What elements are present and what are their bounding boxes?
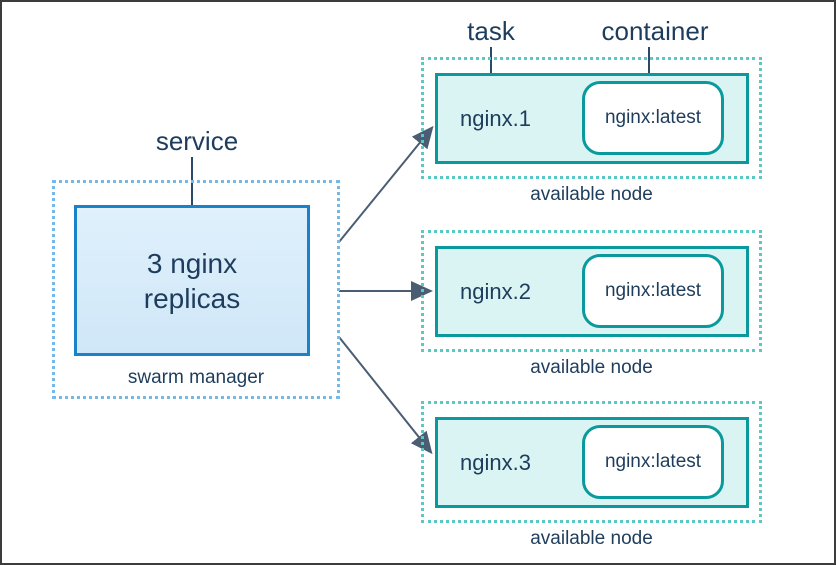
node-caption-3: available node [530, 528, 653, 549]
container-box-nginx-3: nginx:latest [582, 425, 724, 499]
available-node-3: nginx.3 nginx:latest available node [421, 401, 762, 549]
task-name-nginx-3: nginx.3 [460, 449, 531, 475]
node-caption-2: available node [530, 357, 653, 378]
container-label: container [601, 16, 709, 46]
service-label: service [155, 126, 239, 156]
swarm-manager-boundary [52, 180, 340, 399]
container-image-label: nginx:latest [604, 280, 702, 301]
available-node-2: nginx.2 nginx:latest available node [421, 230, 762, 378]
container-image-label: nginx:latest [604, 107, 702, 128]
task-name-nginx-1: nginx.1 [460, 105, 531, 131]
container-box-nginx-1: nginx:latest [582, 81, 724, 155]
service-box-text-line1: 3 nginx [146, 247, 238, 279]
task-name-nginx-2: nginx.2 [460, 278, 531, 304]
swarm-manager-caption: swarm manager [127, 367, 265, 388]
available-node-1: nginx.1 nginx:latest available node [421, 57, 762, 205]
task-box-nginx-3: nginx.3 nginx:latest [435, 417, 749, 508]
task-box-nginx-1: nginx.1 nginx:latest [435, 73, 749, 164]
node-caption-1: available node [530, 184, 653, 205]
arrow-manager-to-node1 [338, 125, 434, 243]
container-image-label: nginx:latest [604, 451, 702, 472]
arrow-manager-to-node3 [338, 336, 433, 455]
container-box-nginx-2: nginx:latest [582, 254, 724, 328]
task-label: task [467, 16, 515, 46]
service-box-text-line2: replicas [143, 282, 241, 314]
service-box: 3 nginx replicas [74, 205, 310, 356]
task-box-nginx-2: nginx.2 nginx:latest [435, 246, 749, 337]
